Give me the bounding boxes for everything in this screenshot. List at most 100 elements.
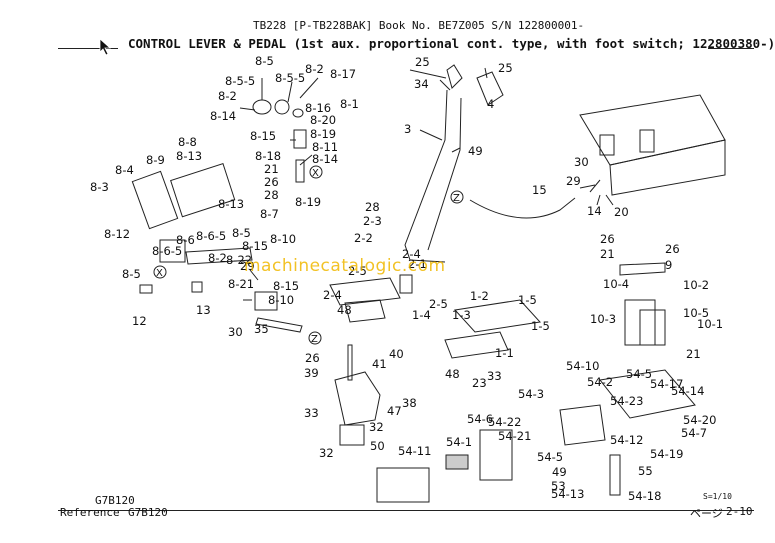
mouse-cursor-icon bbox=[99, 38, 112, 56]
part-callout: 32 bbox=[369, 420, 384, 434]
part-callout: 30 bbox=[228, 325, 243, 339]
part-callout: 54-21 bbox=[498, 429, 531, 443]
part-callout: 8-7 bbox=[260, 207, 279, 221]
pedal-assembly-2 bbox=[329, 274, 413, 323]
part-callout: 8-5 bbox=[232, 226, 251, 240]
switch-label-50 bbox=[445, 454, 469, 470]
part-callout: 29 bbox=[240, 259, 255, 273]
part-callout: 10-4 bbox=[603, 277, 629, 291]
part-callout: 21 bbox=[264, 162, 279, 176]
part-callout: 54-13 bbox=[551, 487, 584, 501]
part-callout: 8-6-5 bbox=[196, 229, 226, 243]
part-callout: 10-3 bbox=[590, 312, 616, 326]
part-callout: 10-1 bbox=[697, 317, 723, 331]
part-callout: 20 bbox=[614, 205, 629, 219]
part-callout: 8-15 bbox=[273, 279, 299, 293]
part-callout: 1-4 bbox=[412, 308, 431, 322]
part-callout: 21 bbox=[600, 247, 615, 261]
part-callout: 8-3 bbox=[90, 180, 109, 194]
part-callout: 8-10 bbox=[270, 232, 296, 246]
part-callout: 33 bbox=[487, 369, 502, 383]
part-callout: 2-1 bbox=[408, 257, 427, 271]
part-callout: 35 bbox=[254, 322, 269, 336]
part-callout: 40 bbox=[389, 347, 404, 361]
part-callout: 54-22 bbox=[488, 415, 521, 429]
part-callout: 8-13 bbox=[218, 197, 244, 211]
header-rule-right bbox=[708, 48, 754, 49]
part-callout: 13 bbox=[196, 303, 211, 317]
part-callout: 8-14 bbox=[312, 152, 338, 166]
part-callout: 54-11 bbox=[398, 444, 431, 458]
part-callout: 1-1 bbox=[495, 346, 514, 360]
part-callout: 2-5 bbox=[348, 264, 367, 278]
part-callout: 26 bbox=[305, 351, 320, 365]
marker-z-lower: Z bbox=[308, 331, 322, 345]
footer-page-label: ページ bbox=[690, 507, 723, 520]
part-callout: 8-15 bbox=[242, 239, 268, 253]
part-callout: 48 bbox=[337, 303, 352, 317]
part-callout: 54-19 bbox=[650, 447, 683, 461]
part-callout: 2-3 bbox=[363, 214, 382, 228]
part-callout: 8-6-5 bbox=[152, 244, 182, 258]
part-callout: 2-4 bbox=[402, 247, 421, 261]
part-callout: 10-2 bbox=[683, 278, 709, 292]
part-callout: 8-8 bbox=[178, 135, 197, 149]
part-callout: 3 bbox=[404, 122, 411, 136]
lever-rods bbox=[404, 64, 504, 263]
part-callout: 54-5 bbox=[626, 367, 652, 381]
part-callout: 2-5 bbox=[429, 297, 448, 311]
part-callout: 25 bbox=[498, 61, 513, 75]
part-callout: 38 bbox=[402, 396, 417, 410]
header-rule-left bbox=[58, 48, 118, 49]
svg-text:Z: Z bbox=[453, 193, 460, 204]
part-callout: 50 bbox=[370, 439, 385, 453]
part-callout: 8-16 bbox=[305, 101, 331, 115]
part-callout: 8-5-5 bbox=[225, 74, 255, 88]
part-callout: 8-6 bbox=[176, 233, 195, 247]
part-callout: 8-2 bbox=[218, 89, 237, 103]
part-callout: 26 bbox=[600, 232, 615, 246]
part-callout: 8-17 bbox=[330, 67, 356, 81]
part-callout: 9 bbox=[665, 258, 672, 272]
marker-x-upper: X bbox=[309, 165, 323, 179]
part-callout: 8-5 bbox=[255, 54, 274, 68]
part-callout: 32 bbox=[319, 446, 334, 460]
svg-text:X: X bbox=[156, 268, 163, 279]
part-callout: 8-1 bbox=[340, 97, 359, 111]
part-callout: 54-14 bbox=[671, 384, 704, 398]
part-callout: 21 bbox=[686, 347, 701, 361]
footer-scale-note: S=1/10 bbox=[703, 492, 732, 501]
part-callout: 8-21 bbox=[228, 277, 254, 291]
svg-text:Z: Z bbox=[311, 334, 318, 345]
part-callout: 54-20 bbox=[683, 413, 716, 427]
footer-code-upper: G7B120 bbox=[95, 494, 135, 507]
part-callout: 54-6 bbox=[467, 412, 493, 426]
part-callout: 8-10 bbox=[268, 293, 294, 307]
part-callout: 55 bbox=[638, 464, 653, 478]
footer-code-lower: G7B120 bbox=[128, 506, 168, 519]
part-callout: 41 bbox=[372, 357, 387, 371]
part-callout: 8-5-5 bbox=[275, 71, 305, 85]
part-callout: 2-4 bbox=[323, 288, 342, 302]
part-callout: 8-11 bbox=[312, 140, 338, 154]
part-callout: 54-23 bbox=[610, 394, 643, 408]
part-callout: 8-4 bbox=[115, 163, 134, 177]
part-callout: 8-2 bbox=[208, 251, 227, 265]
part-callout: 1-5 bbox=[531, 319, 550, 333]
part-callout: 8-15 bbox=[250, 129, 276, 143]
part-callout: 28 bbox=[264, 188, 279, 202]
header-model-line: TB228 [P-TB228BAK] Book No. BE7Z005 S/N … bbox=[253, 19, 585, 32]
part-callout: 2-2 bbox=[354, 231, 373, 245]
part-callout: 1-3 bbox=[452, 308, 471, 322]
part-callout: 47 bbox=[387, 404, 402, 418]
part-callout: 30 bbox=[574, 155, 589, 169]
footer-reference-label: Reference bbox=[60, 506, 120, 519]
page-title: CONTROL LEVER & PEDAL (1st aux. proporti… bbox=[128, 36, 775, 51]
footer-rule bbox=[58, 510, 754, 511]
part-callout: 8-19 bbox=[310, 127, 336, 141]
part-callout: 8-14 bbox=[210, 109, 236, 123]
part-callout: 10-5 bbox=[683, 306, 709, 320]
part-callout: 14 bbox=[587, 204, 602, 218]
